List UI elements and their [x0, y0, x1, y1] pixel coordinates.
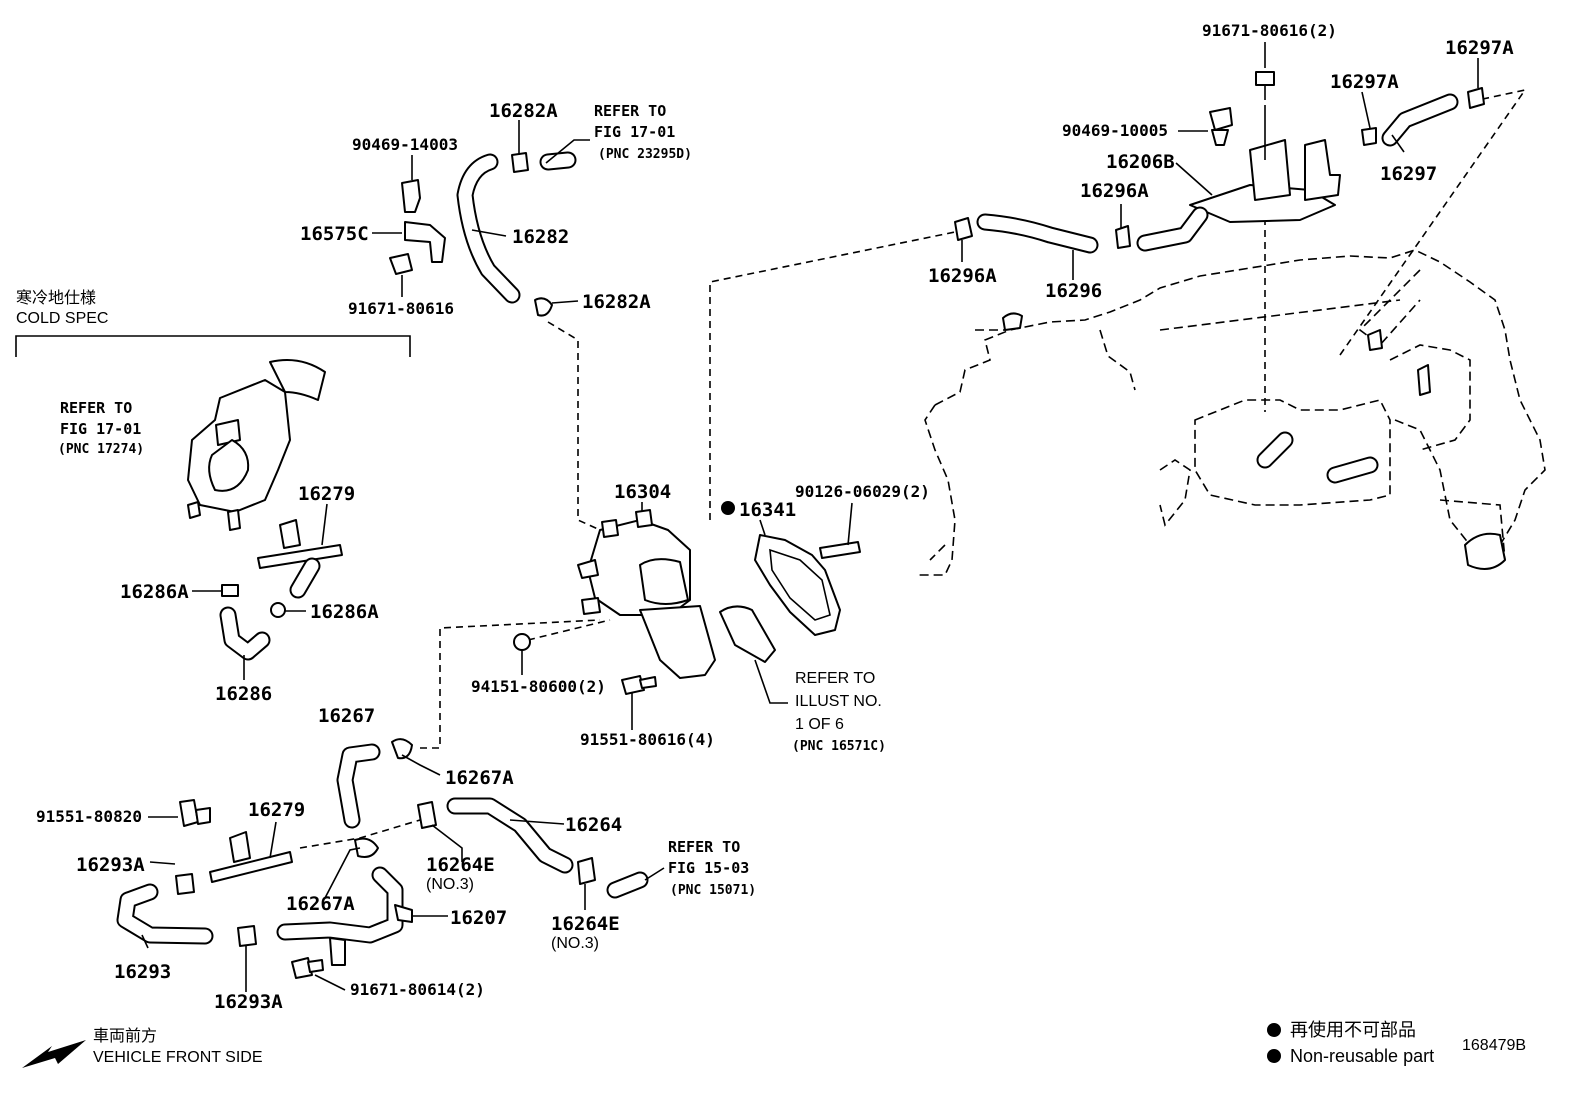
- label-16207: 16207: [450, 907, 507, 929]
- label-16279-b: 16279: [248, 799, 305, 821]
- label-16575c: 16575C: [300, 223, 369, 245]
- legend-dot-icon: [1267, 1023, 1281, 1037]
- label-16297a-b: 16297A: [1330, 71, 1399, 93]
- label-16264e-b: 16264E: [551, 913, 620, 935]
- hose-16264: [417, 797, 649, 899]
- legend-dot-icon: [1267, 1049, 1281, 1063]
- hose-16286: [219, 584, 286, 661]
- label-16282a-b: 16282A: [582, 291, 651, 313]
- pipe-16207: [276, 837, 413, 966]
- label-16264: 16264: [565, 814, 622, 836]
- label-16267: 16267: [318, 705, 375, 727]
- label-91671-80616-2: 91671-80616(2): [1202, 21, 1337, 40]
- legend-jp: 再使用不可部品: [1290, 1020, 1416, 1040]
- pipe-16279-lower: [209, 831, 293, 883]
- label-91671-80616: 91671-80616: [348, 299, 454, 318]
- ref1-line1: REFER TO: [594, 102, 666, 120]
- leader-lines: [141, 42, 1479, 992]
- ref4-line1: REFER TO: [668, 838, 740, 856]
- cold-spec-bracket: [15, 335, 411, 357]
- ref3-line4: (PNC 16571C): [792, 739, 886, 754]
- part-labels: 91671-80616(2) 16297A 16297A 90469-10005…: [36, 21, 1514, 1013]
- label-16341: 16341: [739, 499, 796, 521]
- ref3-line2: ILLUST NO.: [795, 693, 882, 710]
- label-16293: 16293: [114, 961, 171, 983]
- ref1-line3: (PNC 23295D): [598, 147, 692, 162]
- ref3-line3: 1 OF 6: [795, 716, 844, 733]
- cold-spec-en: COLD SPEC: [16, 310, 108, 327]
- pipe-16279-upper: [257, 519, 343, 599]
- clip-90469-10005: [1209, 107, 1233, 146]
- label-90126-06029-2: 90126-06029(2): [795, 482, 930, 501]
- label-16297a-a: 16297A: [1445, 37, 1514, 59]
- ref2-line2: FIG 17-01: [60, 420, 141, 438]
- label-16279-a: 16279: [298, 483, 355, 505]
- hose-16296: [954, 213, 1131, 254]
- non-reusable-marker: [721, 501, 735, 515]
- label-91551-80616-4: 91551-80616(4): [580, 730, 715, 749]
- legend: 再使用不可部品 Non-reusable part 168479B: [1267, 1020, 1526, 1066]
- hose-16293: [116, 873, 257, 947]
- label-16286a-a: 16286A: [120, 581, 189, 603]
- cold-spec-title: 寒冷地仕様 COLD SPEC: [16, 288, 108, 327]
- label-16293a-a: 16293A: [76, 854, 145, 876]
- label-16282a-a: 16282A: [489, 100, 558, 122]
- label-94151-80600-2: 94151-80600(2): [471, 677, 606, 696]
- label-16296: 16296: [1045, 280, 1102, 302]
- bracket-16575c: [389, 179, 446, 275]
- water-pump-16304: [577, 509, 716, 679]
- reference-notes: REFER TO FIG 17-01 (PNC 23295D) REFER TO…: [58, 102, 886, 898]
- bolt-91551-80616: [621, 675, 657, 695]
- label-91671-80614-2: 91671-80614(2): [350, 980, 485, 999]
- label-16296a-b: 16296A: [928, 265, 997, 287]
- ref2-line1: REFER TO: [60, 399, 132, 417]
- label-91551-80820: 91551-80820: [36, 807, 142, 826]
- hose-16282: [456, 151, 577, 317]
- label-16296a-a: 16296A: [1080, 180, 1149, 202]
- label-16267a-b: 16267A: [286, 893, 355, 915]
- label-16286: 16286: [215, 683, 272, 705]
- ref4-line3: (PNC 15071): [670, 883, 756, 898]
- vehicle-front-direction: 車両前方 VEHICLE FRONT SIDE: [22, 1027, 263, 1068]
- ref1-line2: FIG 17-01: [594, 123, 675, 141]
- direction-jp: 車両前方: [93, 1027, 157, 1045]
- ref3-line1: REFER TO: [795, 670, 875, 687]
- hose-16297: [1361, 87, 1485, 147]
- label-16267a-a: 16267A: [445, 767, 514, 789]
- hose-16267: [336, 738, 413, 829]
- ref2-line3: (PNC 17274): [58, 442, 144, 457]
- engine-outline: [915, 249, 1546, 576]
- label-16304: 16304: [614, 481, 671, 503]
- direction-en: VEHICLE FRONT SIDE: [93, 1049, 263, 1066]
- cold-spec-housing: [187, 359, 326, 531]
- gasket-16341: [754, 534, 841, 636]
- legend-en: Non-reusable part: [1290, 1046, 1434, 1066]
- label-90469-14003: 90469-14003: [352, 135, 458, 154]
- ref4-line2: FIG 15-03: [668, 859, 749, 877]
- bracket-assembly-16206b: [1136, 71, 1341, 252]
- bolt-94151-80600: [513, 633, 531, 651]
- label-16286a-b: 16286A: [310, 601, 379, 623]
- direction-arrow-icon: [22, 1040, 86, 1068]
- outlet-pipe: [719, 605, 776, 663]
- bolt-91551-80820: [179, 799, 211, 827]
- label-16282: 16282: [512, 226, 569, 248]
- bolt-91671-80614: [291, 957, 324, 979]
- label-16264e-a-note: (NO.3): [426, 876, 474, 893]
- label-16293a-b: 16293A: [214, 991, 283, 1013]
- stud-90126-06029: [819, 541, 861, 559]
- label-16264e-a: 16264E: [426, 854, 495, 876]
- label-90469-10005: 90469-10005: [1062, 121, 1168, 140]
- cold-spec-jp: 寒冷地仕様: [16, 288, 96, 307]
- label-16264e-b-note: (NO.3): [551, 935, 599, 952]
- label-16297: 16297: [1380, 163, 1437, 185]
- label-16206b: 16206B: [1106, 151, 1175, 173]
- diagram-id: 168479B: [1462, 1037, 1526, 1054]
